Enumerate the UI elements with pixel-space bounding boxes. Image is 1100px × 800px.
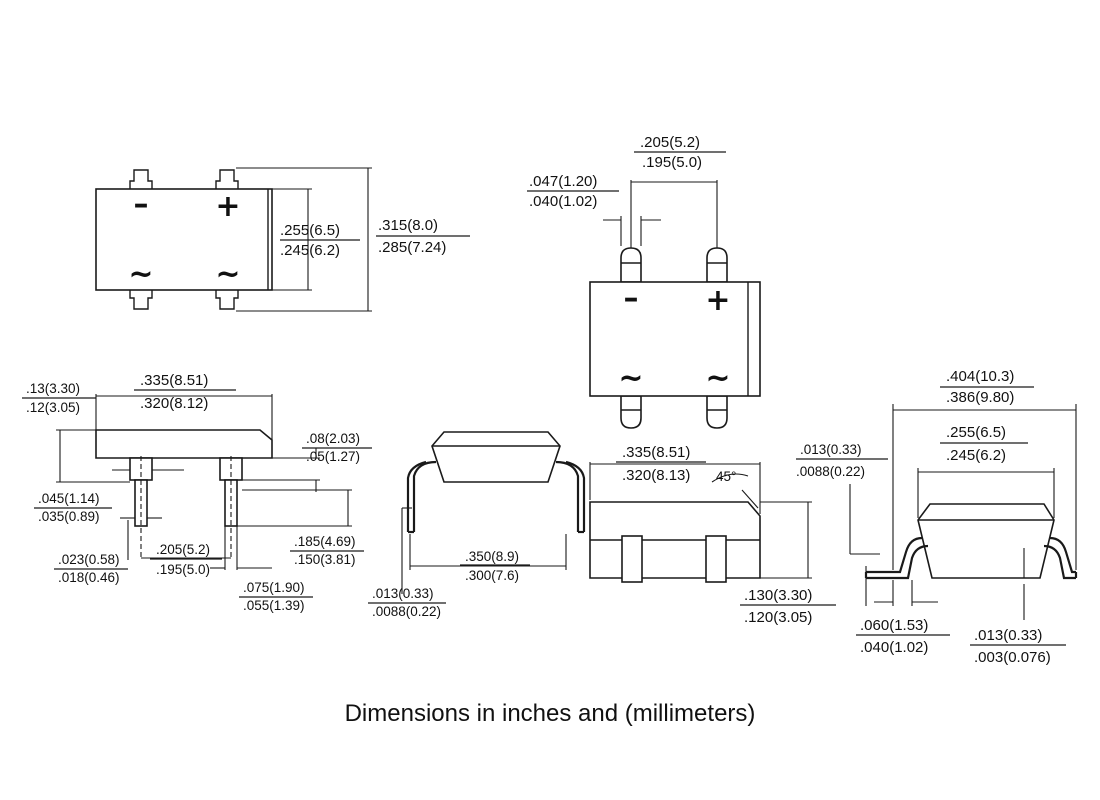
dim-smd-standoff-min: .003(0.076)	[974, 649, 1051, 666]
dim-lead-length-min: .150(3.81)	[294, 552, 356, 567]
iso-view-body	[589, 281, 761, 397]
smd-view-body	[917, 503, 1055, 579]
dim-foot-max: .060(1.53)	[860, 617, 928, 634]
dim-lead-width-min: .040(1.02)	[529, 193, 597, 210]
dim-side-pitch-min: .195(5.0)	[156, 562, 210, 577]
minus-terminal-symbol: –	[624, 281, 639, 316]
dim-lead-a-min: .035(0.89)	[38, 509, 100, 524]
dim-thickness-min: .0088(0.22)	[372, 604, 441, 619]
dim-pitch-max: .205(5.2)	[640, 134, 700, 151]
dim-front-length-max: .335(8.51)	[622, 444, 690, 461]
dim-body-min: .245(6.2)	[946, 447, 1006, 464]
dim-span-max: .350(8.9)	[465, 549, 519, 564]
dim-lead-b-min: .018(0.46)	[58, 570, 120, 585]
dim-smd-standoff-max: .013(0.33)	[974, 627, 1042, 644]
end-view-body	[431, 431, 561, 483]
dim-smd-thickness-max: .013(0.33)	[800, 442, 862, 457]
dim-standoff-max: .08(2.03)	[306, 431, 360, 446]
top-view: – + ~ ~ .255(6.5) .245(6.2) .315(8.0) .2…	[95, 167, 470, 312]
dim-foot-min: .040(1.02)	[860, 639, 928, 656]
front-view: .335(8.51) .320(8.13) 45° .130(3.30) .12…	[589, 444, 836, 626]
dim-body-max: .255(6.5)	[946, 424, 1006, 441]
dim-overall-width-max: .315(8.0)	[378, 217, 438, 234]
ac-terminal-symbol: ~	[128, 257, 153, 292]
iso-view: – + ~ ~ .205(5.2) .195(5.0) .047(1.20) .…	[527, 134, 761, 429]
dim-body-width-min: .245(6.2)	[280, 242, 340, 259]
top-view-body	[95, 188, 273, 291]
dim-angle: 45°	[716, 469, 736, 484]
side-view-body	[95, 429, 273, 459]
dim-body-width-max: .255(6.5)	[280, 222, 340, 239]
dim-lead-b-max: .023(0.58)	[58, 552, 120, 567]
dim-overall-width-min: .285(7.24)	[378, 239, 446, 256]
dim-length-min: .320(8.12)	[140, 395, 208, 412]
plus-terminal-symbol: +	[215, 189, 240, 224]
dim-pitch-min: .195(5.0)	[642, 154, 702, 171]
dim-front-length-min: .320(8.13)	[622, 467, 690, 484]
ac-terminal-symbol: ~	[705, 361, 730, 396]
dim-front-height-min: .120(3.05)	[744, 609, 812, 626]
dim-front-height-max: .130(3.30)	[744, 587, 812, 604]
dim-standoff-min: .05(1.27)	[306, 449, 360, 464]
dim-lead-width-max: .075(1.90)	[243, 580, 305, 595]
dim-overall-max: .404(10.3)	[946, 368, 1014, 385]
dim-lead-width-min: .055(1.39)	[243, 598, 305, 613]
dim-lead-width-max: .047(1.20)	[529, 173, 597, 190]
end-view: .350(8.9) .300(7.6) .013(0.33) .0088(0.2…	[368, 431, 586, 619]
side-view: .13(3.30) .12(3.05) .335(8.51) .320(8.12…	[22, 372, 372, 613]
dim-length-max: .335(8.51)	[140, 372, 208, 389]
smd-end-view: .404(10.3) .386(9.80) .255(6.5) .245(6.2…	[796, 368, 1078, 666]
dim-thickness-max: .013(0.33)	[372, 586, 434, 601]
dim-side-pitch-max: .205(5.2)	[156, 542, 210, 557]
minus-terminal-symbol: –	[134, 187, 149, 222]
ac-terminal-symbol: ~	[215, 257, 240, 292]
plus-terminal-symbol: +	[705, 283, 730, 318]
dim-overall-min: .386(9.80)	[946, 389, 1014, 406]
dim-lead-length-max: .185(4.69)	[294, 534, 356, 549]
ac-terminal-symbol: ~	[618, 361, 643, 396]
dim-height-max: .13(3.30)	[26, 381, 80, 396]
units-caption: Dimensions in inches and (millimeters)	[344, 700, 756, 727]
dim-span-min: .300(7.6)	[465, 568, 519, 583]
dim-lead-a-max: .045(1.14)	[38, 491, 100, 506]
dim-height-min: .12(3.05)	[26, 400, 80, 415]
dim-smd-thickness-min: .0088(0.22)	[796, 464, 865, 479]
